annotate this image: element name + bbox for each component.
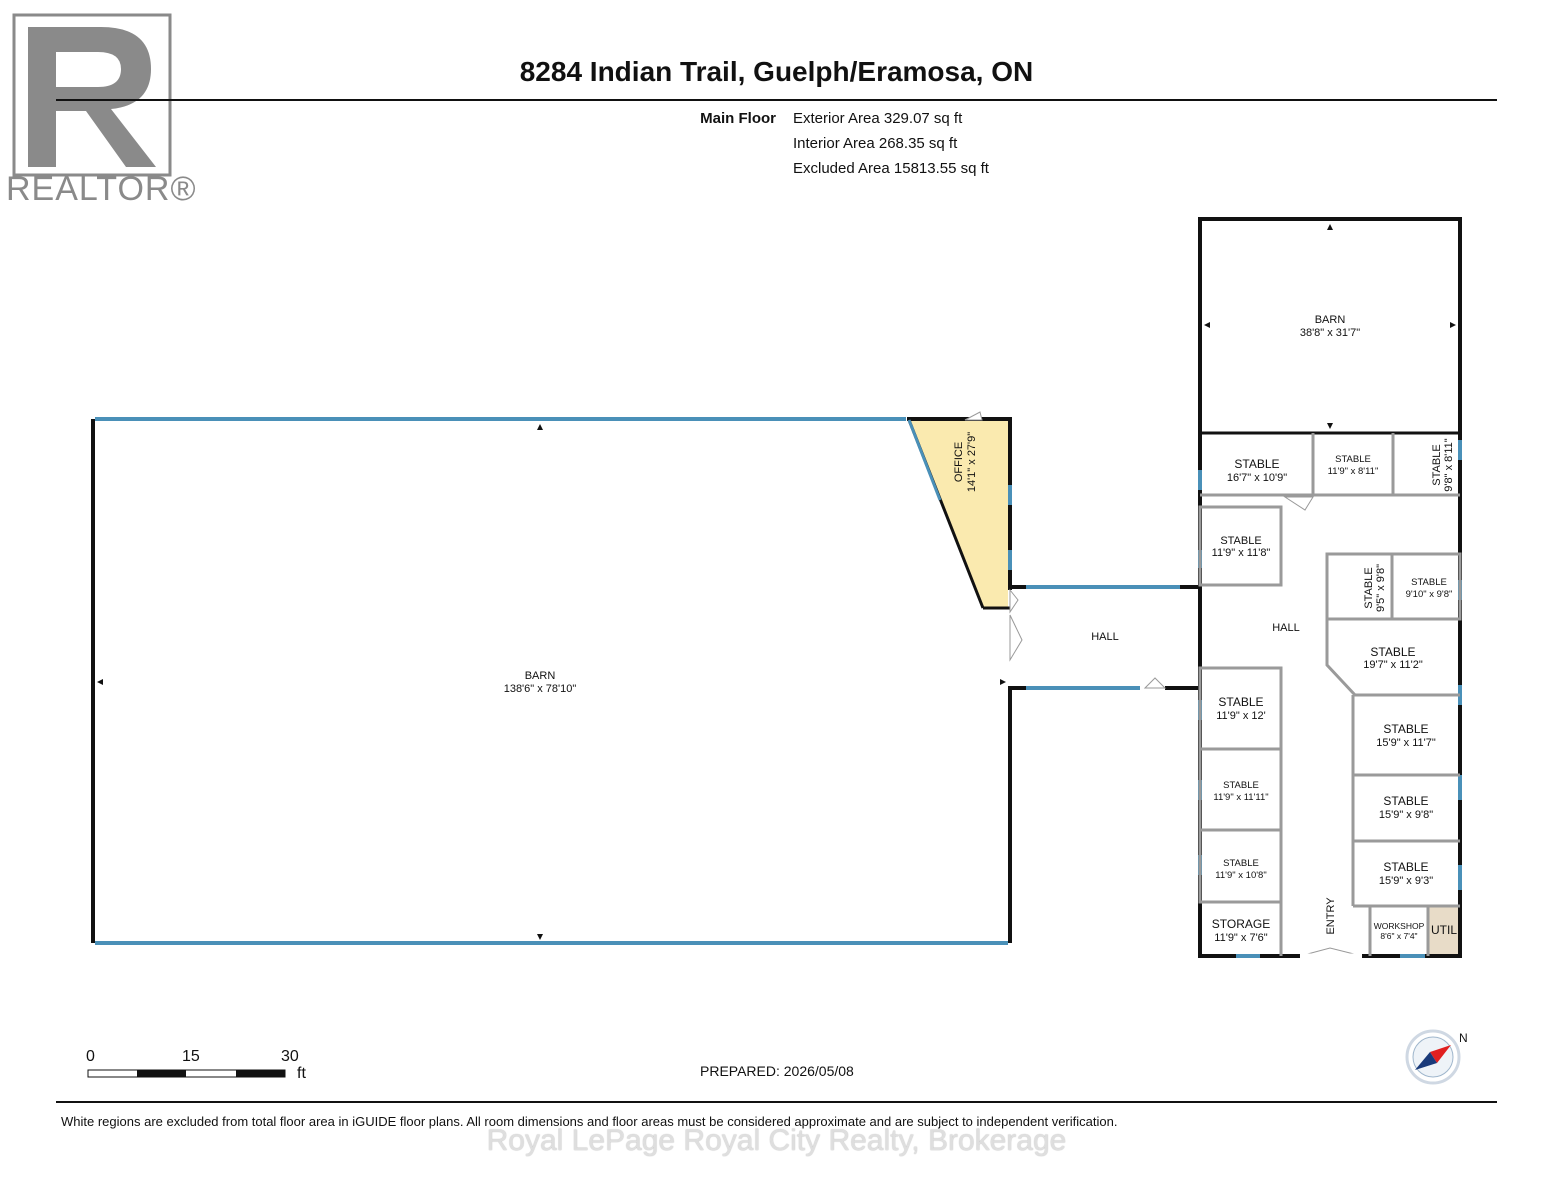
storage-name: STORAGE [1212, 917, 1270, 931]
excluded-area: Excluded Area 15813.55 sq ft [793, 160, 989, 177]
stable-11-dims: 15'9" x 9'8" [1379, 809, 1433, 821]
stable-5-name: STABLE [1363, 567, 1375, 608]
hall-connector-name: HALL [1091, 631, 1119, 643]
barn-main-dims: 138'6" x 78'10" [504, 683, 577, 695]
stable-9-dims: 15'9" x 11'7" [1376, 737, 1436, 749]
barn-top-name: BARN [1315, 314, 1346, 326]
stable-2-dims: 11'9" x 8'11" [1328, 466, 1379, 477]
disclaimer-text: White regions are excluded from total fl… [61, 1114, 1118, 1129]
stable-13-dims: 15'9" x 9'3" [1379, 875, 1433, 887]
stable-10-name: STABLE [1223, 780, 1259, 791]
stable-11-name: STABLE [1383, 794, 1428, 808]
stable-5-dims: 9'5" x 9'8" [1375, 564, 1387, 612]
exterior-area: Exterior Area 329.07 sq ft [793, 110, 963, 127]
stable-12-name: STABLE [1223, 858, 1259, 869]
barn-main-windows [95, 417, 1012, 945]
stable-1-dims: 16'7" x 10'9" [1227, 472, 1287, 484]
floor-label: Main Floor [700, 110, 776, 127]
stable-4-dims: 11'9" x 11'8" [1212, 547, 1271, 559]
brokerage-watermark: Royal LePage Royal City Realty, Brokerag… [486, 1124, 1067, 1157]
stable-inner-walls [1198, 433, 1462, 956]
hall-connector-windows [1026, 585, 1180, 690]
entry-name: ENTRY [1325, 897, 1337, 935]
office-door [964, 411, 983, 421]
stable-4-name: STABLE [1220, 535, 1261, 547]
stable-10-dims: 11'9" x 11'11" [1213, 792, 1268, 803]
barn-main-name: BARN [525, 670, 556, 682]
workshop-dims: 8'6" x 7'4" [1380, 931, 1417, 941]
stable-9-name: STABLE [1383, 722, 1428, 736]
realtor-logo-text: REALTOR® [6, 170, 197, 208]
stable-2-name: STABLE [1335, 454, 1371, 465]
scale-bar [87, 1069, 286, 1078]
footer-divider [56, 1101, 1497, 1103]
stable-8-name: STABLE [1218, 695, 1263, 709]
stable-12-dims: 11'9" x 10'8" [1215, 870, 1266, 881]
prepared-date: PREPARED: 2026/05/08 [700, 1063, 854, 1079]
scale-tick-30: 30 [281, 1048, 299, 1065]
realtor-logo [6, 7, 186, 212]
storage-dims: 11'9" x 7'6" [1214, 932, 1267, 944]
stable-6-name: STABLE [1411, 577, 1447, 588]
hall-main-name: HALL [1272, 622, 1300, 634]
workshop-name: WORKSHOP [1374, 921, 1425, 931]
compass-north-label: N [1459, 1031, 1468, 1045]
stable-3-dims: 9'8" x 8'11" [1443, 438, 1455, 491]
stable-7-dims: 19'7" x 11'2" [1363, 659, 1423, 671]
stable-1-name: STABLE [1234, 457, 1279, 471]
util-fill [1428, 906, 1459, 955]
stable-13-name: STABLE [1383, 860, 1428, 874]
office-name: OFFICE [953, 442, 965, 482]
stable-3-name: STABLE [1431, 444, 1443, 485]
stable-8-dims: 11'9" x 12' [1216, 710, 1266, 722]
office-dims: 14'1" x 27'9" [966, 432, 978, 492]
interior-area: Interior Area 268.35 sq ft [793, 135, 958, 152]
stable-6-dims: 9'10" x 9'8" [1406, 589, 1453, 600]
scale-unit: ft [297, 1065, 306, 1082]
scale-tick-15: 15 [182, 1048, 200, 1065]
room-labels: BARN 138'6" x 78'10" OFFICE 14'1" x 27'9… [504, 314, 1458, 944]
dimension-arrows [97, 224, 1456, 940]
connector-doors [1009, 588, 1167, 689]
util-name: UTIL [1431, 923, 1457, 937]
office-fill [910, 420, 1008, 608]
header-divider [56, 99, 1497, 101]
barn-top-dims: 38'8" x 31'7" [1300, 327, 1360, 339]
scale-tick-0: 0 [86, 1048, 95, 1065]
compass-icon [1405, 1029, 1461, 1085]
stable-door [1283, 496, 1314, 511]
page-title: 8284 Indian Trail, Guelph/Eramosa, ON [519, 56, 1034, 87]
stable-7-name: STABLE [1370, 645, 1415, 659]
office-window [907, 419, 942, 501]
